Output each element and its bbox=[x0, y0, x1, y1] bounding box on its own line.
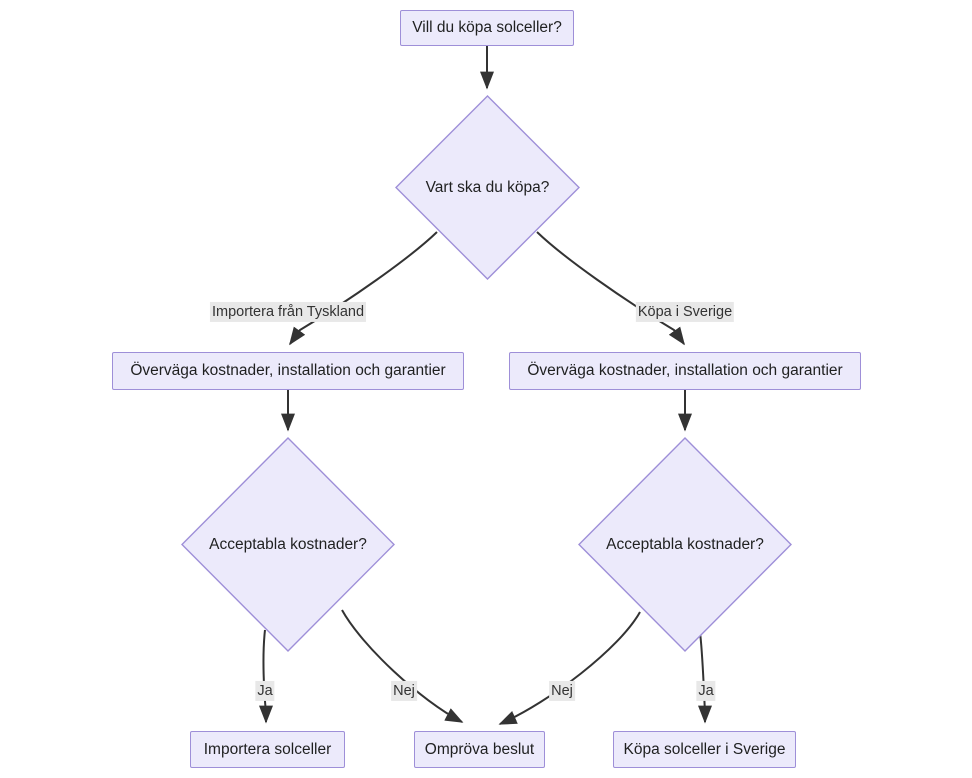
edge-cost-left-to-import bbox=[259, 629, 273, 724]
edge-label-no-left: Nej bbox=[391, 680, 417, 702]
node-consider-left[interactable]: Överväga kostnader, installation och gar… bbox=[112, 352, 464, 390]
node-reconsider[interactable]: Ompröva beslut bbox=[414, 731, 545, 768]
node-buy-sweden[interactable]: Köpa solceller i Sverige bbox=[613, 731, 796, 768]
edge-label-yes-right: Ja bbox=[696, 680, 716, 702]
node-acceptable-costs-left[interactable]: Acceptabla kostnader? bbox=[181, 437, 395, 652]
node-consider-right[interactable]: Överväga kostnader, installation och gar… bbox=[509, 352, 861, 390]
edge-cost-right-to-buy-sweden bbox=[698, 631, 712, 724]
edge-label-yes-right-text: Ja bbox=[698, 682, 714, 699]
node-where-to-buy-label: Vart ska du köpa? bbox=[425, 178, 550, 196]
node-import-solar[interactable]: Importera solceller bbox=[190, 731, 345, 768]
edge-label-no-right: Nej bbox=[549, 680, 575, 702]
diamond-shape bbox=[181, 437, 395, 652]
node-start-label: Vill du köpa solceller? bbox=[412, 19, 562, 37]
node-buy-sweden-label: Köpa solceller i Sverige bbox=[623, 740, 786, 758]
edge-label-import-germany: Importera från Tyskland bbox=[209, 301, 367, 323]
edge-cost-right-to-reconsider bbox=[498, 611, 641, 725]
node-start[interactable]: Vill du köpa solceller? bbox=[400, 10, 574, 46]
edge-label-no-right-text: Nej bbox=[551, 682, 573, 699]
node-import-solar-label: Importera solceller bbox=[203, 740, 332, 758]
edge-label-yes-left-text: Ja bbox=[257, 682, 273, 699]
node-acceptable-costs-left-label: Acceptabla kostnader? bbox=[209, 535, 367, 553]
node-acceptable-costs-right-label: Acceptabla kostnader? bbox=[606, 535, 764, 553]
edge-label-no-left-text: Nej bbox=[393, 682, 415, 699]
edge-where-to-consider-left bbox=[289, 231, 438, 346]
node-consider-left-label: Överväga kostnader, installation och gar… bbox=[130, 362, 446, 380]
edge-label-yes-left: Ja bbox=[255, 680, 275, 702]
diamond-shape bbox=[395, 95, 580, 280]
edge-cost-left-to-reconsider bbox=[341, 609, 464, 723]
node-consider-right-label: Överväga kostnader, installation och gar… bbox=[527, 362, 843, 380]
edge-label-import-germany-text: Importera från Tyskland bbox=[211, 303, 365, 320]
node-acceptable-costs-right[interactable]: Acceptabla kostnader? bbox=[578, 437, 792, 652]
diamond-shape bbox=[578, 437, 792, 652]
node-reconsider-label: Ompröva beslut bbox=[424, 740, 535, 758]
edge-label-buy-sweden: Köpa i Sverige bbox=[635, 301, 735, 323]
node-where-to-buy[interactable]: Vart ska du köpa? bbox=[395, 95, 580, 280]
edge-where-to-consider-right bbox=[536, 231, 685, 346]
edge-label-buy-sweden-text: Köpa i Sverige bbox=[637, 303, 733, 320]
